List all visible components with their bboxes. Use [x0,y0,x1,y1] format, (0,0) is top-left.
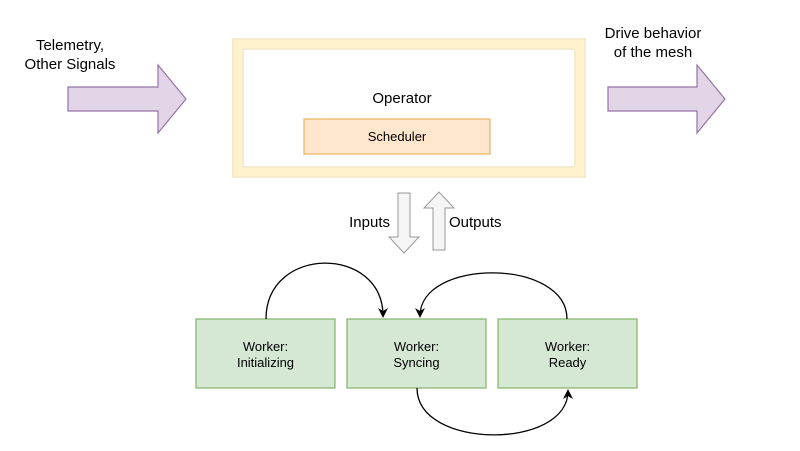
operator-title: Operator [372,90,432,107]
worker-syncing-label: Worker: Syncing [393,339,440,370]
scheduler-label: Scheduler [367,129,427,144]
outputs-label: Outputs [449,214,502,231]
transition-initializing-to-syncing [265,262,388,320]
input-signals-label: Telemetry, Other Signals [24,37,116,73]
output-behavior-label: Drive behavior of the mesh [604,25,702,61]
scheduler-box [303,118,491,155]
transition-syncing-to-ready [416,387,573,436]
outputs-up-arrow [422,191,456,251]
inputs-down-arrow [387,192,421,254]
worker-ready-label: Worker: Ready [544,339,591,370]
inputs-label: Inputs [349,214,390,231]
worker-syncing-box [346,318,487,389]
worker-initializing-label: Worker: Initializing [236,339,295,370]
input-signals-arrow [67,63,187,135]
transition-ready-to-syncing [415,272,568,320]
output-behavior-arrow [607,63,726,135]
